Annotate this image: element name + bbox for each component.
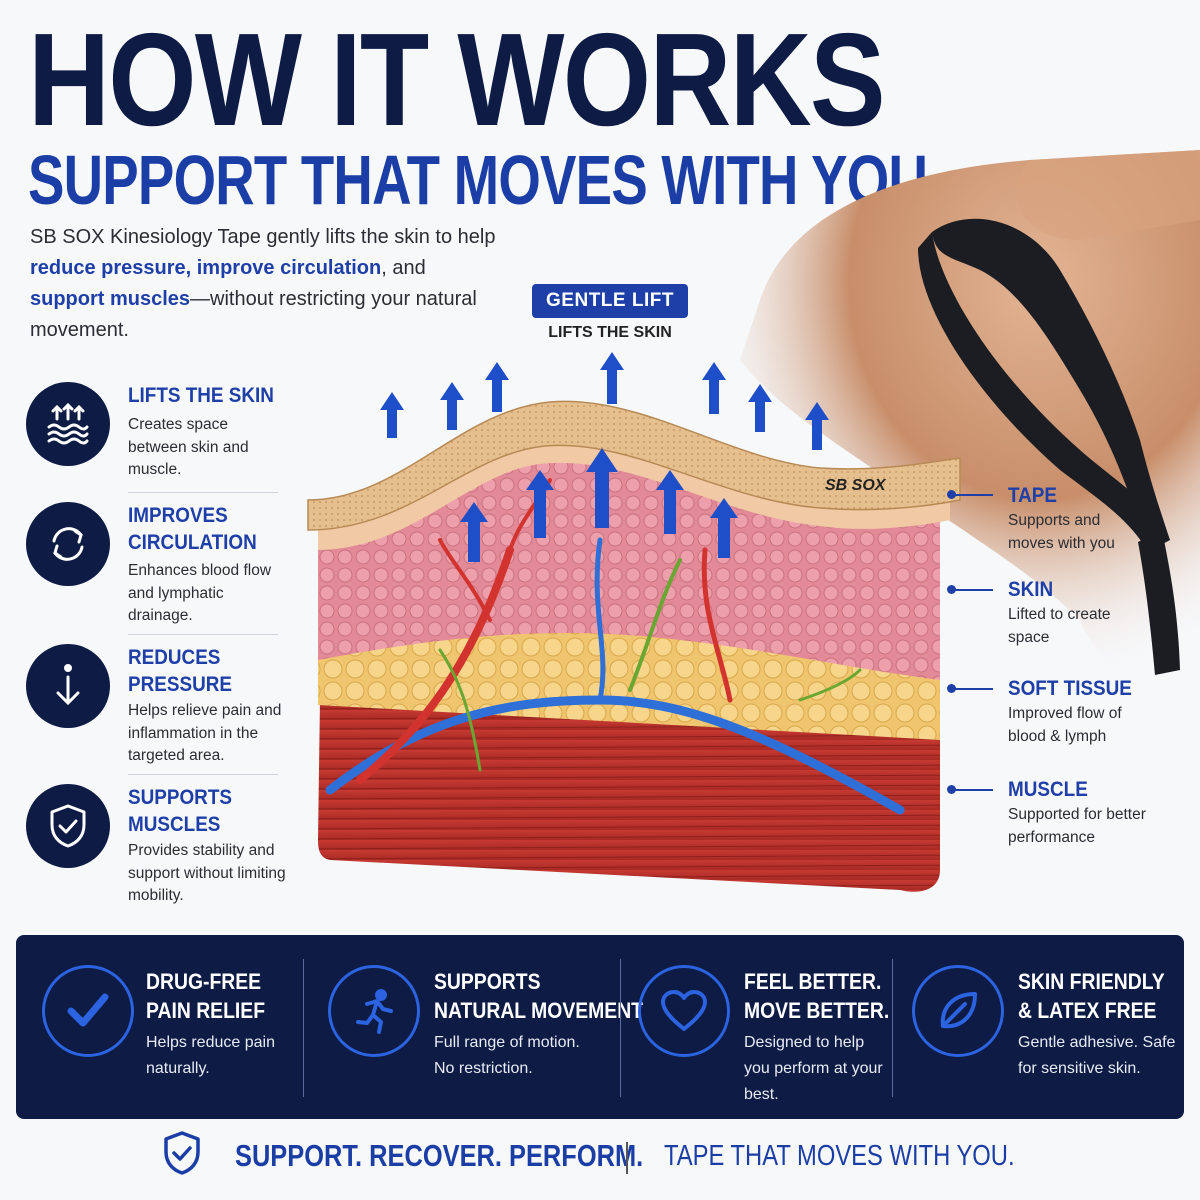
layer-label-muscle: MUSCLE Supported for better performance [1008,777,1188,849]
feature-title: IMPROVES CIRCULATION [128,504,257,554]
layer-pointer-dot [947,585,956,594]
layer-label-tape: TAPE Supports and moves with you [1008,483,1188,555]
feature-title: SUPPORTS MUSCLES [128,786,232,836]
feature-description: Provides stability and support without l… [128,842,286,904]
benefit-description: Full range of motion. No restriction. [434,1034,580,1077]
layer-label-soft-tissue: SOFT TISSUE Improved flow of blood & lym… [1008,676,1188,748]
skin-cross-section-illustration: SB SOX [307,352,961,892]
footer-divider [626,1142,628,1174]
feature-title: REDUCES PRESSURE [128,646,232,696]
footer-tagline: SUPPORT. RECOVER. PERFORM. [235,1138,644,1173]
layer-pointer-line [955,589,993,591]
benefit-description: Designed to help you perform at your bes… [744,1034,883,1103]
benefit-description: Gentle adhesive. Safe for sensitive skin… [1018,1034,1176,1077]
feature-divider [128,774,278,775]
layer-label-skin: SKIN Lifted to create space [1008,577,1188,649]
footer-slogan: TAPE THAT MOVES WITH YOU. [664,1140,1015,1172]
benefit-feel-better: FEEL BETTER.MOVE BETTER. Designed to hel… [620,935,890,1119]
layer-title: TAPE [1008,484,1058,507]
layer-pointer-dot [947,785,956,794]
feature-description: Creates space between skin and muscle. [128,416,249,478]
layer-pointer-dot [947,684,956,693]
intro-highlight: support muscles [30,288,191,310]
gentle-lift-badge: GENTLE LIFT [532,284,688,318]
benefit-skin-friendly: SKIN FRIENDLY& LATEX FREE Gentle adhesiv… [892,935,1184,1119]
down-arrow-icon [26,644,110,728]
intro-text: —without restricting your natural moveme… [30,288,477,341]
checkmark-icon [42,965,134,1057]
layer-description: Supported for better performance [1008,806,1146,846]
feature-reduces-pressure: REDUCES PRESSURE Helps relieve pain and … [26,644,286,774]
feature-description: Enhances blood flow and lymphatic draina… [128,562,272,624]
layer-title: MUSCLE [1008,778,1088,801]
leaf-icon [912,965,1004,1057]
layer-pointer-line [955,494,993,496]
heart-icon [638,965,730,1057]
layer-title: SOFT TISSUE [1008,677,1132,700]
feature-supports-muscles: SUPPORTS MUSCLES Provides stability and … [26,784,286,914]
feature-title: LIFTS THE SKIN [128,384,274,407]
layer-title: SKIN [1008,578,1054,601]
layer-pointer-line [955,688,993,690]
benefit-title: SKIN FRIENDLY& LATEX FREE [1018,969,1165,1023]
benefit-description: Helps reduce pain naturally. [146,1034,275,1077]
gentle-lift-caption: LIFTS THE SKIN [548,324,672,341]
layer-description: Lifted to create space [1008,606,1111,646]
runner-icon [328,965,420,1057]
banner-divider [892,959,893,1097]
intro-paragraph: SB SOX Kinesiology Tape gently lifts the… [30,222,500,346]
layer-description: Supports and moves with you [1008,512,1115,552]
intro-text: SB SOX Kinesiology Tape gently lifts the… [30,226,496,248]
tape-brand-label: SB SOX [825,477,887,494]
intro-highlight: reduce pressure, improve circulation [30,257,382,279]
intro-text: , and [381,257,426,279]
page-title: HOW IT WORKS [28,6,886,153]
layer-pointer-line [955,789,993,791]
feature-divider [128,634,278,635]
circulation-arrows-icon [26,502,110,586]
feature-improves-circulation: IMPROVES CIRCULATION Enhances blood flow… [26,502,286,632]
feature-description: Helps relieve pain and inflammation in t… [128,702,282,764]
taped-shoulder-illustration [740,150,1200,678]
lift-waves-icon [26,382,110,466]
banner-divider [620,959,621,1097]
layer-pointer-dot [947,490,956,499]
feature-divider [128,492,278,493]
banner-divider [303,959,304,1097]
feature-lifts-skin: LIFTS THE SKIN Creates space between ski… [26,382,286,482]
benefit-title: FEEL BETTER.MOVE BETTER. [744,969,890,1023]
shield-check-icon [26,784,110,868]
shield-check-icon [164,1131,200,1175]
page-subtitle: SUPPORT THAT MOVES WITH YOU [28,141,928,219]
layer-description: Improved flow of blood & lymph [1008,705,1122,745]
